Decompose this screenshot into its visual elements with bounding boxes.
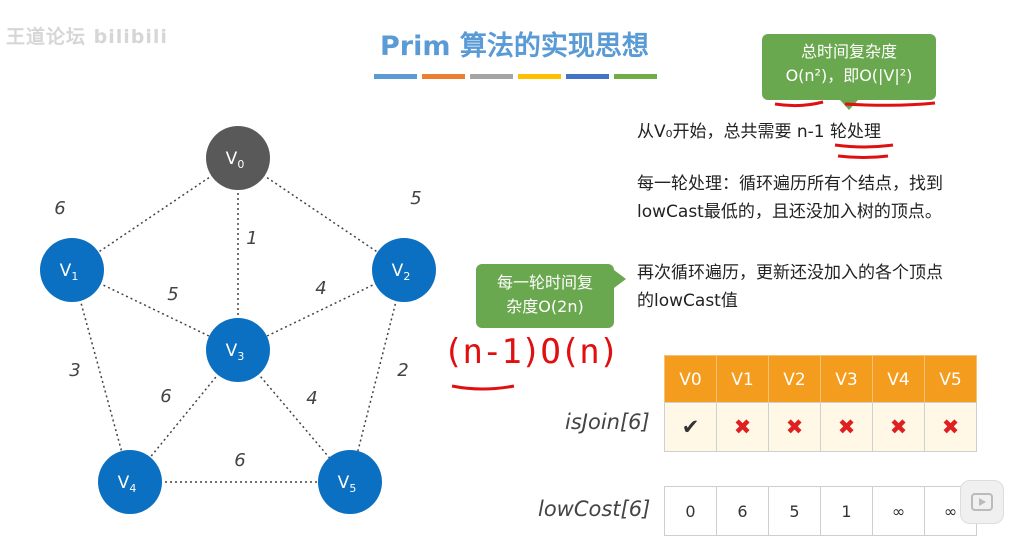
edge-weight-V0-V1: 6 (54, 198, 65, 219)
handwritten-complexity: (n-1)O(n) (443, 332, 619, 372)
title-bar-segment (566, 74, 609, 79)
edge-V1-V4 (71, 269, 131, 483)
title-bar-segment (614, 74, 657, 79)
edge-V3-V4 (129, 349, 239, 483)
isjoin-row: ✔✖✖✖✖✖ (664, 402, 977, 452)
header-cell-2: V2 (768, 355, 821, 405)
total-complexity-callout: 总时间复杂度 O(n²)，即O(|V|²) (762, 34, 936, 110)
edge-weight-V1-V3: 5 (167, 284, 178, 305)
round-complexity-line1: 每一轮时间复 (496, 273, 593, 292)
vertex-V0: V0 (206, 126, 270, 190)
lowcost-cell-4: ∞ (872, 486, 925, 536)
header-cell-1: V1 (716, 355, 769, 405)
vertex-V3: V3 (206, 318, 270, 382)
vertex-V4: V4 (98, 450, 162, 514)
header-cell-5: V5 (924, 355, 977, 405)
header-cell-3: V3 (820, 355, 873, 405)
edge-weight-V3-V4: 6 (160, 386, 171, 407)
edge-weight-V2-V5: 2 (397, 360, 408, 381)
edge-weight-V1-V4: 3 (69, 360, 80, 381)
isjoin-cell-2: ✖ (768, 402, 821, 452)
lowcost-cell-0: 0 (664, 486, 717, 536)
slide-title: Prim 算法的实现思想 (380, 31, 649, 62)
header-cell-4: V4 (872, 355, 925, 405)
round-complexity-line2: 杂度O(2n) (506, 297, 584, 316)
video-play-button[interactable] (960, 480, 1004, 524)
lowcost-label: lowCost[6] (538, 497, 651, 521)
isjoin-cell-5: ✖ (924, 402, 977, 452)
isjoin-cell-4: ✖ (872, 402, 925, 452)
round-complexity-callout: 每一轮时间复 杂度O(2n) (476, 264, 626, 328)
vertex-V1: V1 (40, 238, 104, 302)
edge-weight-V0-V2: 5 (410, 188, 421, 209)
step-total-rounds: 从V₀开始，总共需要 n-1 轮处理 (637, 122, 881, 142)
title-bar-segment (374, 74, 417, 79)
step-find-min: 每一轮处理：循环遍历所有个结点，找到lowCast最低的，且还没加入树的顶点。 (637, 174, 943, 222)
edge-V3-V5 (237, 349, 351, 483)
edge-weight-V0-V3: 1 (246, 228, 257, 249)
lowcost-cell-1: 6 (716, 486, 769, 536)
isjoin-label: isJoin[6] (565, 410, 650, 434)
watermark: 王道论坛 bilibili (6, 26, 168, 48)
step-update-lowcost: 再次循环遍历，更新还没加入的各个顶点的lowCast值 (637, 263, 943, 311)
edge-weight-V2-V3: 4 (315, 278, 326, 299)
vertex-V5: V5 (318, 450, 382, 514)
lowcost-cell-3: 1 (820, 486, 873, 536)
isjoin-cell-1: ✖ (716, 402, 769, 452)
vertex-V2: V2 (372, 238, 436, 302)
edge-weight-V3-V5: 4 (306, 388, 317, 409)
isjoin-cell-3: ✖ (820, 402, 873, 452)
title-bar-segment (470, 74, 513, 79)
title-bar-segment (422, 74, 465, 79)
total-complexity-line1: 总时间复杂度 (800, 42, 897, 61)
total-complexity-line2: O(n²)，即O(|V|²) (785, 66, 913, 85)
edge-weight-V4-V5: 6 (234, 450, 245, 471)
edge-V0-V2 (237, 157, 405, 271)
header-cell-0: V0 (664, 355, 717, 405)
title-color-bar (374, 74, 657, 79)
edge-V0-V1 (71, 157, 239, 271)
callout-tail (614, 270, 626, 288)
lowcost-cell-2: 5 (768, 486, 821, 536)
isjoin-cell-0: ✔ (664, 402, 717, 452)
edge-V2-V5 (349, 269, 405, 483)
title-bar-segment (518, 74, 561, 79)
